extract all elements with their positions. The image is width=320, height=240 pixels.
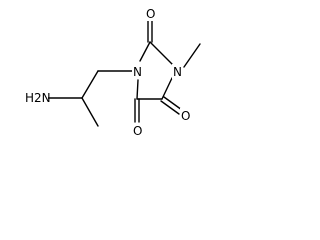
ring-n1-label: N: [133, 65, 142, 79]
n1-label-bg: [132, 64, 143, 79]
o-top-label-bg: [145, 6, 156, 21]
bond-c4-o-right-b: [160, 100, 180, 115]
oxygen-bottom-label: O: [133, 124, 142, 138]
n3-label-bg: [172, 64, 183, 79]
bond-n3-methyl: [183, 43, 201, 68]
structure-canvas: H2N N N O O O: [0, 0, 224, 158]
o-right-label-bg: [180, 108, 191, 123]
oxygen-right-label: O: [181, 109, 190, 123]
oxygen-top-label: O: [146, 7, 155, 21]
amine-label-bg: [26, 90, 48, 106]
bond-c2-n3: [149, 41, 173, 65]
molecule-diagram: H2N N N O O O: [25, 6, 201, 138]
bond-n1-c2: [139, 41, 151, 62]
o-bottom-label-bg: [132, 123, 143, 138]
bond-c5-n1: [136, 79, 139, 100]
ring-n3-label: N: [173, 65, 182, 79]
bond-layer: [47, 20, 201, 127]
bond-ch-ch2: [81, 70, 99, 99]
bond-methyl-ch: [81, 97, 99, 127]
bond-c4-o-right-a: [163, 96, 183, 111]
label-layer: H2N N N O O O: [25, 6, 191, 138]
bond-n3-c4: [161, 77, 173, 100]
amine-label: H2N: [25, 91, 51, 105]
